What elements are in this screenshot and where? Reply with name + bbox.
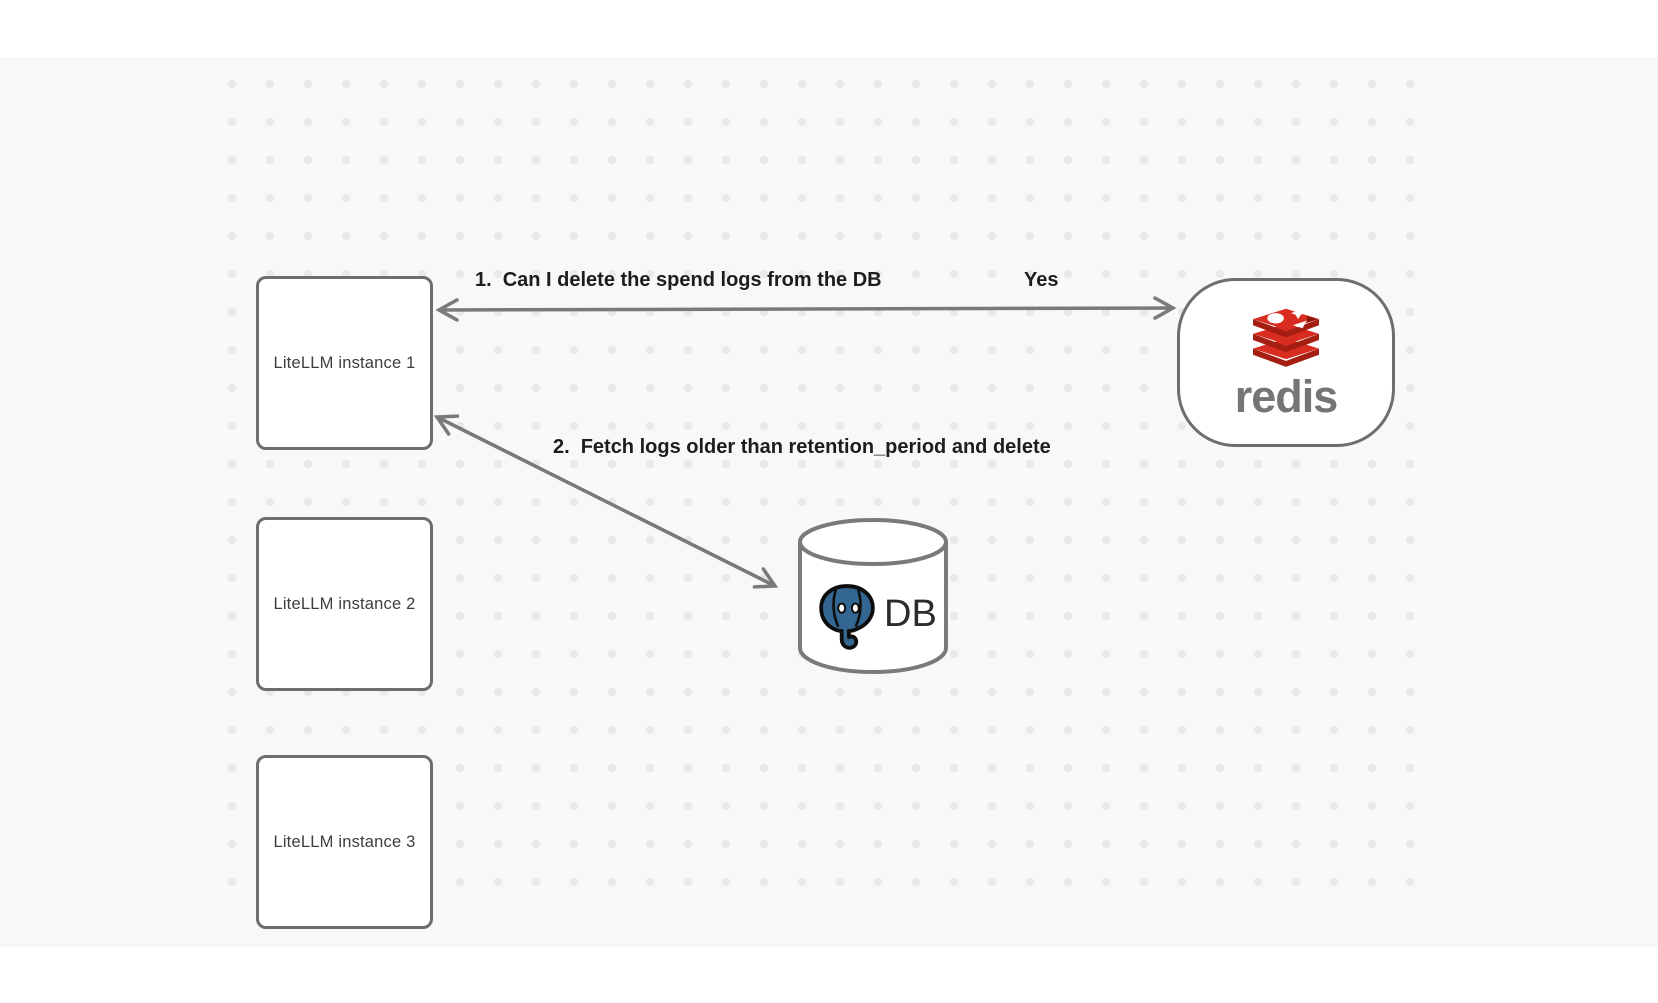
redis-wordmark: redis — [1234, 370, 1339, 422]
edge-1-number: 1. — [475, 269, 492, 291]
redis-logo-icon — [1253, 306, 1319, 367]
edge-2-number: 2. — [553, 436, 570, 458]
edge-1-text: Can I delete the spend logs from the DB — [502, 269, 882, 291]
db-label: DB — [884, 593, 937, 635]
edge-2-text: Fetch logs older than retention_period a… — [580, 436, 1051, 458]
edge-2-label: 2. Fetch logs older than retention_period… — [553, 435, 1051, 459]
litellm-instance-2-node: LiteLLM instance 2 — [256, 517, 433, 691]
node-label: LiteLLM instance 3 — [273, 832, 416, 851]
node-label: LiteLLM instance 1 — [273, 353, 416, 372]
top-margin-band — [0, 0, 1658, 57]
edge-1-response: Yes — [1024, 269, 1059, 291]
litellm-instance-1-node: LiteLLM instance 1 — [256, 276, 433, 450]
node-label: LiteLLM instance 2 — [273, 594, 416, 613]
litellm-instance-3-node: LiteLLM instance 3 — [256, 755, 433, 929]
edge-1-label: 1. Can I delete the spend logs from the D… — [475, 268, 882, 292]
postgresql-elephant-icon — [819, 584, 875, 650]
bottom-margin-band — [0, 947, 1658, 1003]
postgres-db-node: DB — [796, 516, 950, 676]
redis-node: redis — [1177, 278, 1395, 447]
